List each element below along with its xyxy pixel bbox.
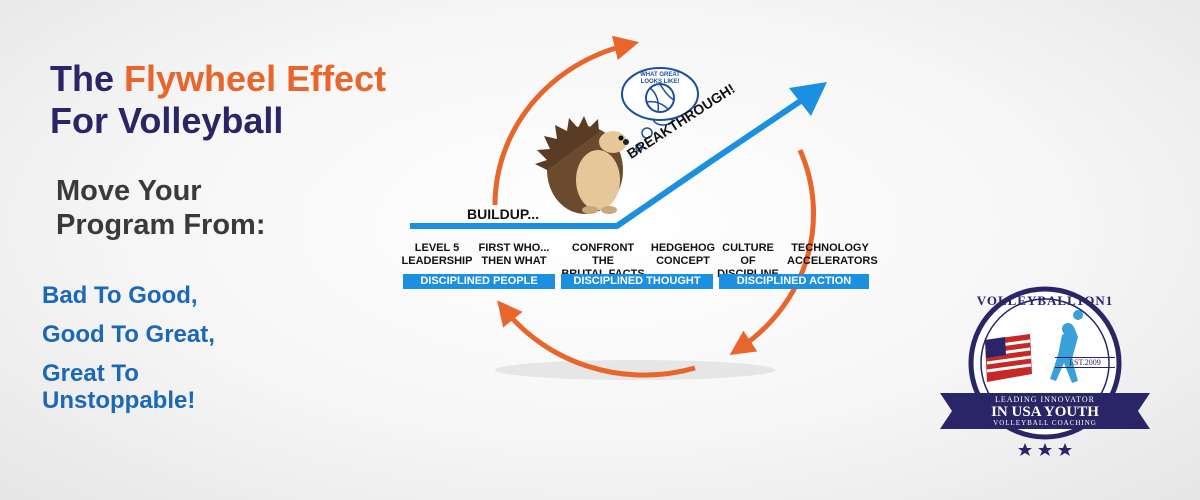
volleyball1on1-badge: VOLLEYBALL1ON1 EST.2009 LEADING INNOVATO… xyxy=(940,285,1150,470)
cycle-arrow-top xyxy=(492,35,640,206)
ribbon-top-text: LEADING INNOVATOR xyxy=(994,395,1096,404)
volleyball-player-icon xyxy=(1050,310,1083,383)
page-title: The Flywheel Effect For Volleyball xyxy=(50,58,386,142)
band-disciplined-action: DISCIPLINED ACTION xyxy=(719,274,869,289)
stage-label: FIRST WHO...THEN WHAT xyxy=(478,242,550,267)
stars-icon xyxy=(1018,443,1072,456)
badge-est: EST.2009 xyxy=(1055,357,1115,368)
title-line2: For Volleyball xyxy=(50,100,284,141)
band-disciplined-thought: DISCIPLINED THOUGHT xyxy=(561,274,713,289)
flywheel-graphic xyxy=(410,35,827,380)
progression-line2: Good To Great, xyxy=(42,321,215,348)
shadow xyxy=(495,360,775,380)
badge-arc-text: VOLLEYBALL1ON1 xyxy=(976,293,1114,308)
cycle-arrow-right xyxy=(729,148,816,355)
title-accent: Flywheel Effect xyxy=(124,58,387,99)
ribbon-main-text: IN USA YOUTH xyxy=(991,404,1099,420)
subtitle-line1: Move Your xyxy=(56,175,202,207)
progression-line3: Great To xyxy=(42,360,139,387)
badge-graphic xyxy=(940,286,1150,456)
progression-line1: Bad To Good, xyxy=(42,282,198,309)
band-disciplined-people: DISCIPLINED PEOPLE xyxy=(403,274,555,289)
thought-bubble-text: WHAT GREAT LOOKS LIKE! xyxy=(640,72,680,85)
subtitle: Move Your Program From: xyxy=(56,174,356,242)
growth-arrow-head xyxy=(789,82,827,116)
progression-list: Bad To Good, Good To Great, Great To Uns… xyxy=(42,282,342,426)
title-prefix: The xyxy=(50,58,125,99)
flywheel-diagram: WHAT GREAT LOOKS LIKE! BUILDUP... BREAKT… xyxy=(395,30,885,390)
ribbon-bottom-text: VOLLEYBALL COACHING xyxy=(993,419,1097,427)
growth-arrow xyxy=(410,95,807,229)
volleyball-icon xyxy=(645,83,675,113)
usa-flag-icon xyxy=(985,334,1032,382)
ribbon xyxy=(940,393,1150,429)
subtitle-line2: Program From: xyxy=(56,209,266,241)
buildup-label: BUILDUP... xyxy=(467,206,540,222)
progression-line4: Unstoppable! xyxy=(42,387,196,414)
cycle-arrow-bottom xyxy=(497,300,696,378)
hedgehog-icon xyxy=(535,116,629,214)
